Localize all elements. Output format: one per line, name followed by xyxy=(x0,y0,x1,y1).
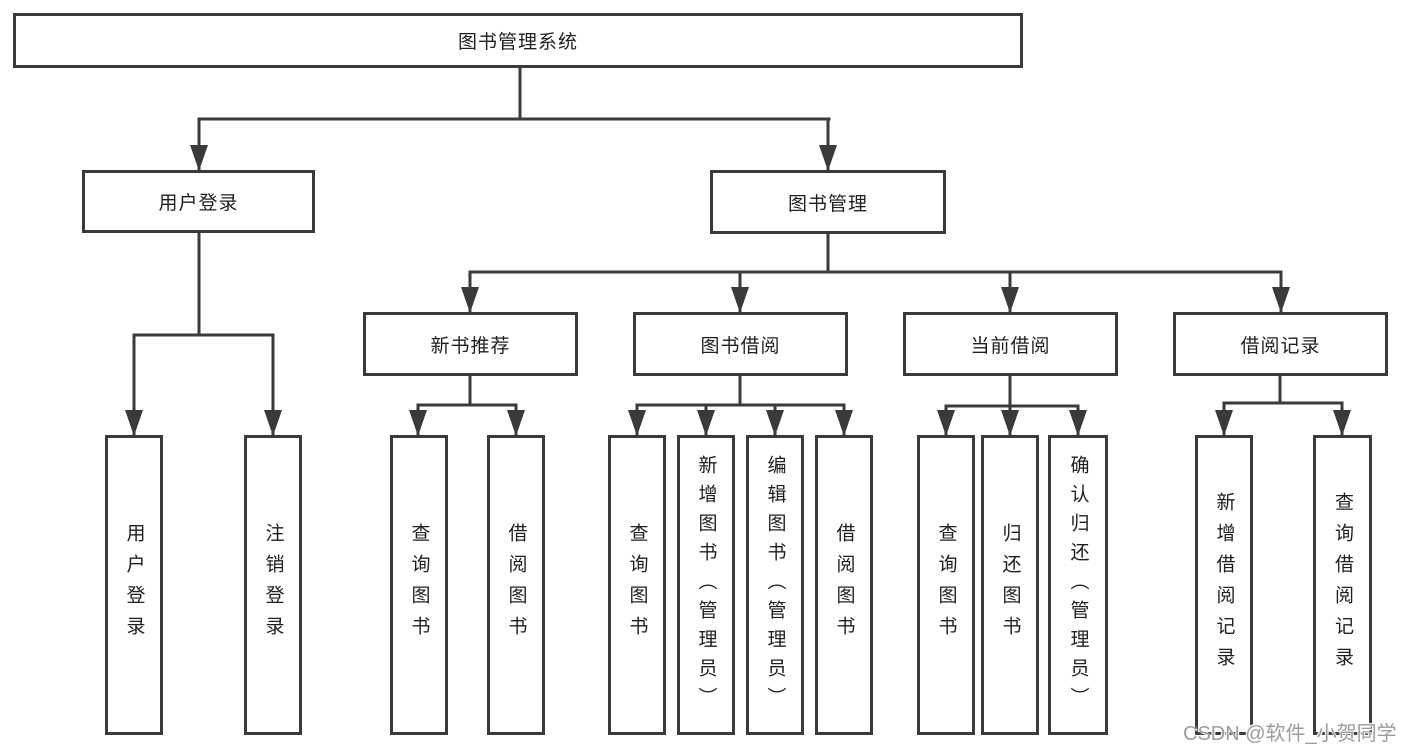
node-user-login-leaf: 用户登录 xyxy=(105,435,163,735)
node-label: 图书管理系统 xyxy=(457,32,578,53)
node-label: 新增图书（管理员） xyxy=(695,454,717,716)
node-br-query-record: 查询借阅记录 xyxy=(1313,435,1372,735)
node-label: 查询图书 xyxy=(626,523,648,647)
node-book-management: 图书管理 xyxy=(710,170,946,234)
node-label: 新书推荐 xyxy=(430,335,511,357)
node-cb-return-books: 归还图书 xyxy=(981,435,1039,735)
node-book-borrow: 图书借阅 xyxy=(633,312,848,376)
node-label: 新增借阅记录 xyxy=(1213,492,1235,678)
node-label: 查询图书 xyxy=(935,523,957,647)
node-bb-add-books-admin: 新增图书（管理员） xyxy=(677,435,735,735)
node-label: 图书借阅 xyxy=(700,335,781,357)
node-label: 归还图书 xyxy=(999,523,1021,647)
node-library-system: 图书管理系统 xyxy=(13,13,1023,68)
node-label: 查询图书 xyxy=(408,523,430,647)
node-nr-borrow-books: 借阅图书 xyxy=(487,435,545,735)
node-label: 当前借阅 xyxy=(970,335,1051,357)
node-logout-leaf: 注销登录 xyxy=(244,435,302,735)
node-label: 用户登录 xyxy=(123,523,145,647)
node-user-login: 用户登录 xyxy=(82,170,315,233)
node-label: 借阅图书 xyxy=(833,523,855,647)
node-label: 借阅记录 xyxy=(1240,335,1321,357)
node-cb-confirm-return-admin: 确认归还（管理员） xyxy=(1048,435,1108,735)
node-nr-query-books: 查询图书 xyxy=(390,435,448,735)
node-new-book-recommend: 新书推荐 xyxy=(363,312,578,376)
node-bb-edit-books-admin: 编辑图书（管理员） xyxy=(746,435,804,735)
node-label: 用户登录 xyxy=(158,193,239,214)
node-br-add-record: 新增借阅记录 xyxy=(1195,435,1253,735)
connector-lines xyxy=(132,66,1344,408)
node-borrow-records: 借阅记录 xyxy=(1173,312,1388,376)
csdn-watermark: CSDN @软件_小贺同学 xyxy=(1183,723,1397,745)
node-label: 注销登录 xyxy=(262,523,284,647)
node-label: 图书管理 xyxy=(787,193,868,215)
node-current-borrow: 当前借阅 xyxy=(903,312,1118,376)
node-label: 查询借阅记录 xyxy=(1332,492,1353,678)
node-label: 借阅图书 xyxy=(505,523,527,647)
node-label: 确认归还（管理员） xyxy=(1067,454,1089,716)
node-bb-query-books: 查询图书 xyxy=(608,435,666,735)
node-label: 编辑图书（管理员） xyxy=(764,454,786,716)
node-bb-borrow-books: 借阅图书 xyxy=(815,435,873,735)
node-cb-query-books: 查询图书 xyxy=(917,435,975,735)
